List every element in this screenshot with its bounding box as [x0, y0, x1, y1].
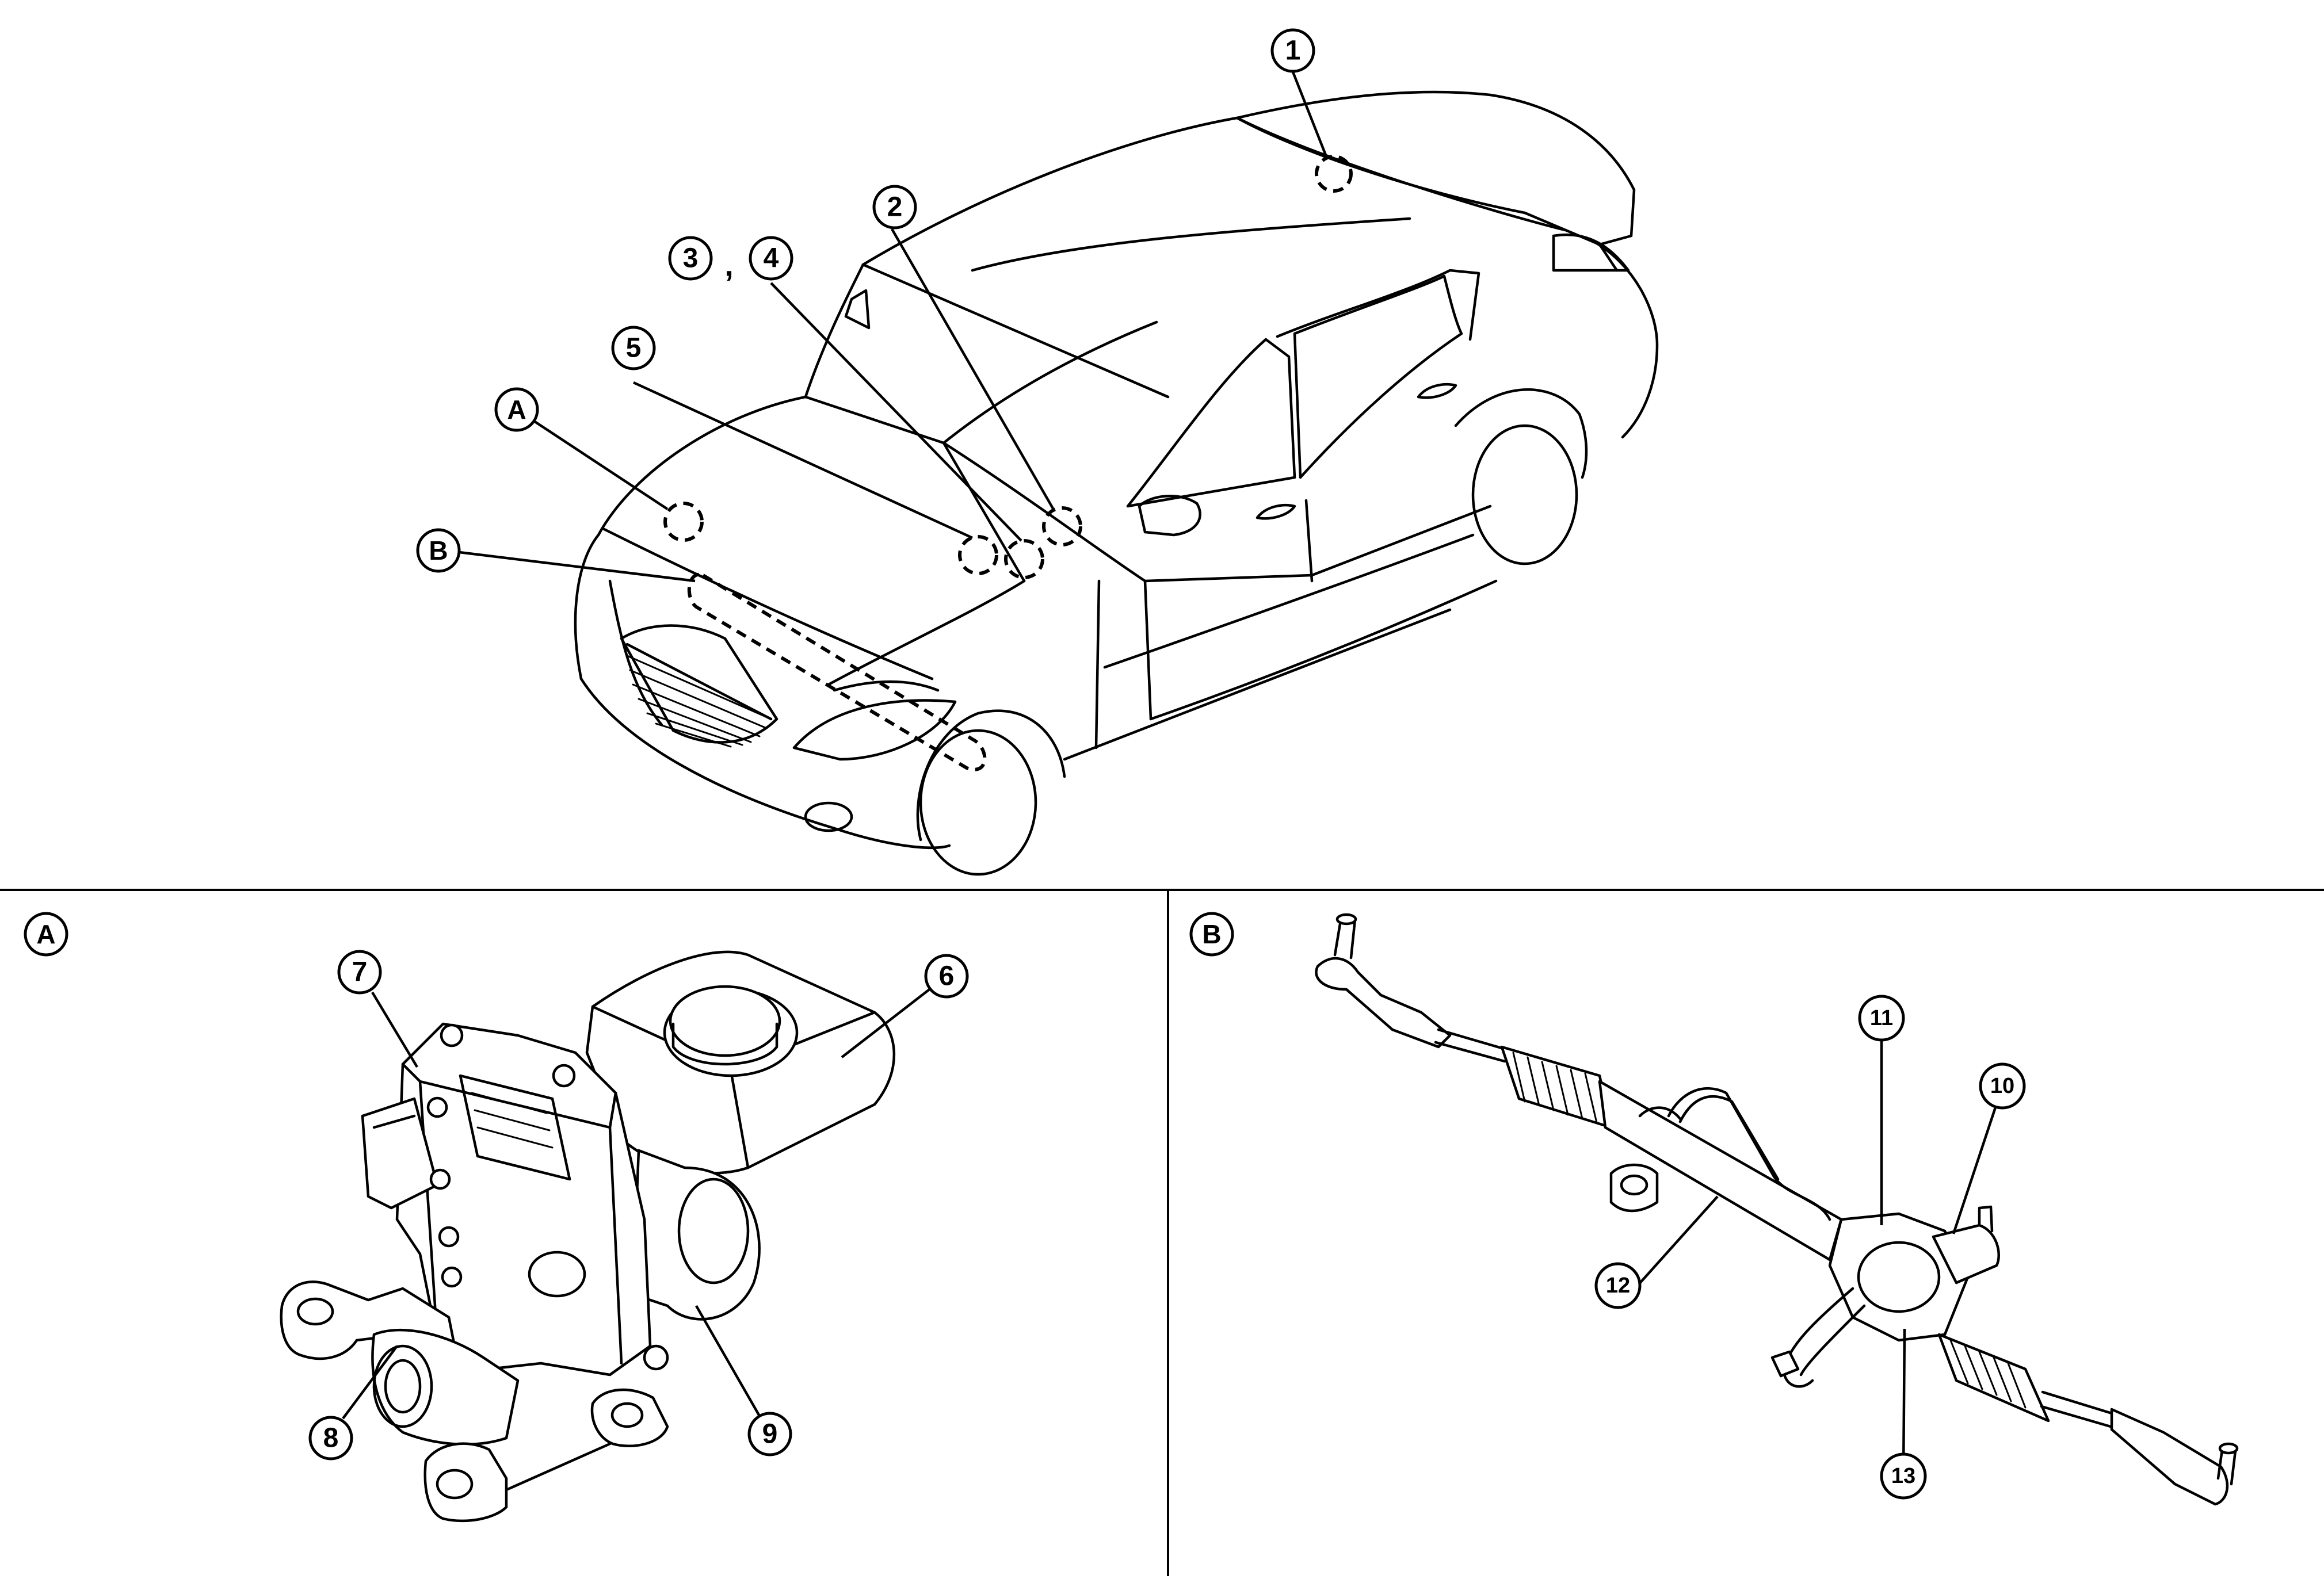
- callout-3-label: 3: [683, 243, 699, 274]
- callout-10: 10: [1979, 1062, 2026, 1110]
- location-marker-3-4: [1004, 539, 1044, 579]
- location-marker-1: [1315, 155, 1353, 193]
- panel-b-label: B: [1189, 912, 1234, 957]
- callout-5: 5: [611, 326, 656, 370]
- callout-6: 6: [924, 954, 969, 999]
- panel-frames: [0, 889, 2324, 1576]
- callout-4: 4: [749, 236, 793, 281]
- callout-6-label: 6: [939, 961, 955, 992]
- location-marker-2: [1042, 506, 1082, 546]
- detail-a-illustration: [280, 950, 896, 1523]
- callout-8: 8: [308, 1416, 353, 1461]
- callout-a: A: [494, 387, 539, 432]
- callout-10-label: 10: [1990, 1074, 2014, 1098]
- callout-8-label: 8: [323, 1423, 339, 1454]
- panel-a-label: A: [24, 912, 68, 957]
- callout-9-label: 9: [762, 1419, 778, 1450]
- detail-b-illustration: [1315, 913, 2239, 1506]
- callout-a-label: A: [507, 395, 526, 425]
- location-marker-5: [958, 535, 998, 575]
- detail-b-leaders: [1636, 1035, 1997, 1477]
- callout-3-4-separator: ,: [724, 247, 734, 283]
- callout-1-label: 1: [1285, 36, 1301, 66]
- callout-b: B: [416, 528, 461, 573]
- callout-7: 7: [337, 950, 382, 995]
- callout-3: 3: [668, 236, 713, 281]
- callout-9: 9: [747, 1412, 792, 1456]
- callout-13: 13: [1880, 1452, 1927, 1500]
- callout-7-label: 7: [352, 957, 368, 988]
- panel-a-label-text: A: [36, 919, 55, 949]
- callout-12-label: 12: [1606, 1274, 1630, 1298]
- callout-1: 1: [1270, 28, 1315, 73]
- panel-b-label-text: B: [1202, 919, 1221, 949]
- callout-11-label: 11: [1870, 1006, 1893, 1030]
- callout-11: 11: [1858, 995, 1905, 1042]
- callout-b-label: B: [429, 536, 448, 565]
- callout-12: 12: [1594, 1262, 1642, 1309]
- callout-5-label: 5: [626, 333, 642, 364]
- callout-4-label: 4: [764, 243, 779, 274]
- callout-13-label: 13: [1891, 1464, 1915, 1488]
- location-marker-a: [663, 502, 704, 542]
- leader-lines: [459, 71, 1328, 583]
- callout-2: 2: [872, 185, 917, 230]
- callout-2-label: 2: [887, 192, 903, 223]
- vehicle-illustration: [574, 90, 1659, 876]
